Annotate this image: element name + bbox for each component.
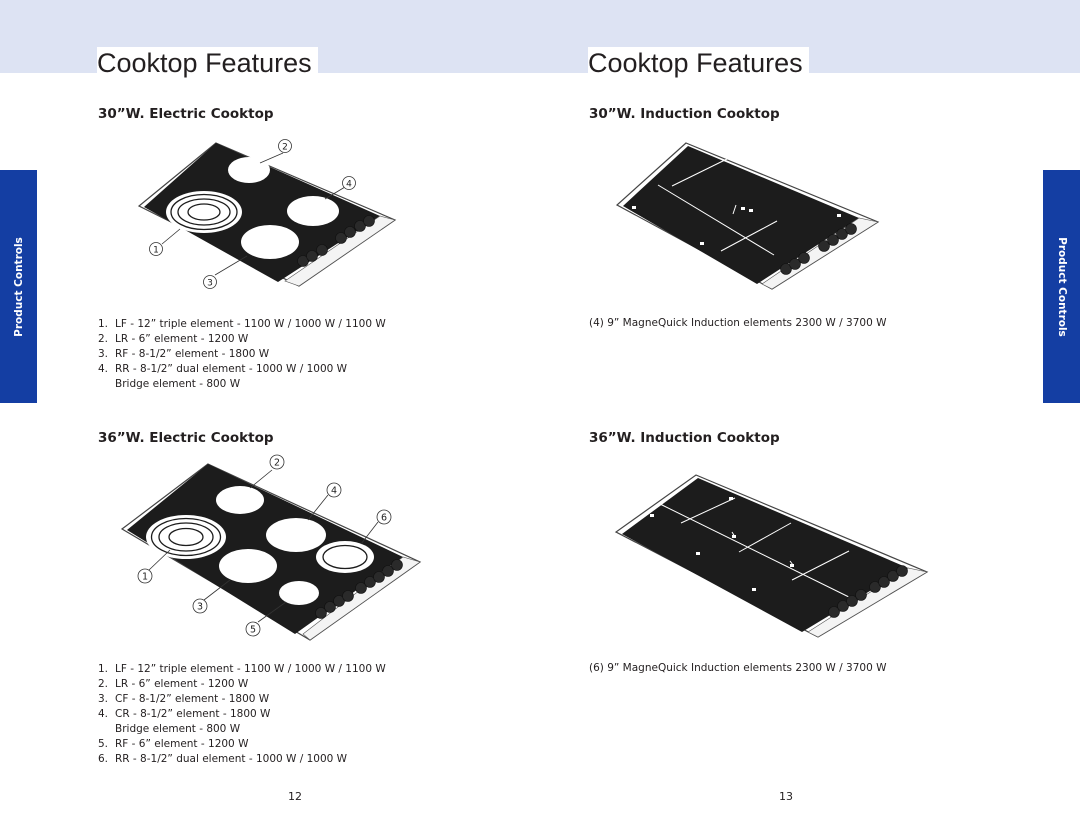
spec-item: 2. LR - 6” element - 1200 W bbox=[98, 677, 386, 692]
cooktop-30-induction-illustration bbox=[615, 142, 880, 290]
spec-number: 2. bbox=[98, 333, 109, 345]
spec-text: LR - 6” element - 1200 W bbox=[115, 678, 249, 690]
spec-item: 1. LF - 12” triple element - 1100 W / 100… bbox=[98, 662, 386, 677]
control-knobs bbox=[780, 223, 857, 275]
spec-text: LF - 12” triple element - 1100 W / 1000 … bbox=[115, 318, 386, 330]
section-heading-30-induction: 30”W. Induction Cooktop bbox=[589, 106, 780, 122]
callout-label: 1 bbox=[142, 572, 148, 583]
callout-lines bbox=[148, 469, 379, 623]
spec-item: 6. RR - 8-1/2” dual element - 1000 W / 10… bbox=[98, 752, 386, 767]
burner-lf bbox=[166, 191, 242, 233]
spec-number: 3. bbox=[98, 693, 109, 705]
zone-markers bbox=[632, 154, 841, 245]
side-tab-label: Product Controls bbox=[12, 236, 25, 337]
spec-number: 1. bbox=[98, 663, 109, 675]
spec-item: 1. LF - 12” triple element - 1100 W / 100… bbox=[98, 317, 386, 332]
burner-rf bbox=[279, 581, 319, 605]
page-title-left: Cooktop Features bbox=[97, 47, 318, 79]
section-heading-30-electric: 30”W. Electric Cooktop bbox=[98, 106, 274, 122]
callout-circles bbox=[137, 454, 392, 637]
control-knobs bbox=[828, 565, 908, 618]
spec-item: 2. LR - 6” element - 1200 W bbox=[98, 332, 386, 347]
callout-label: 5 bbox=[250, 625, 256, 636]
page-number-left: 12 bbox=[288, 790, 302, 803]
spec-text: RF - 8-1/2” element - 1800 W bbox=[115, 348, 270, 360]
cooktop-30-electric-illustration: 2 4 1 3 bbox=[137, 139, 397, 289]
spec-description-36-induction: (6) 9” MagneQuick Induction elements 230… bbox=[589, 662, 887, 674]
side-tab-right[interactable]: Product Controls bbox=[1043, 170, 1080, 403]
side-tab-left[interactable]: Product Controls bbox=[0, 170, 37, 403]
spec-item: 5. RF - 6” element - 1200 W bbox=[98, 737, 386, 752]
callout-label: 6 bbox=[381, 513, 387, 524]
spec-number: 1. bbox=[98, 318, 109, 330]
spec-text: RF - 6” element - 1200 W bbox=[115, 738, 249, 750]
burner-cf bbox=[219, 549, 277, 583]
cooktop-36-electric-illustration: 2 4 6 1 3 5 bbox=[120, 454, 422, 641]
spec-list-36-electric: 1. LF - 12” triple element - 1100 W / 100… bbox=[98, 662, 386, 767]
spec-item: 4. RR - 8-1/2” dual element - 1000 W / 10… bbox=[98, 362, 386, 392]
control-knobs bbox=[297, 215, 375, 267]
callout-lines bbox=[161, 152, 346, 276]
callout-label: 2 bbox=[282, 143, 288, 153]
spec-text: LF - 12” triple element - 1100 W / 1000 … bbox=[115, 663, 386, 675]
burner-cr bbox=[266, 518, 326, 552]
spec-text: RR - 8-1/2” dual element - 1000 W / 1000… bbox=[115, 363, 348, 390]
callout-label: 1 bbox=[153, 246, 159, 256]
callout-label: 3 bbox=[197, 602, 203, 613]
side-tab-label: Product Controls bbox=[1055, 236, 1068, 337]
spec-item: 3. CF - 8-1/2” element - 1800 W bbox=[98, 692, 386, 707]
page-title-right: Cooktop Features bbox=[588, 47, 809, 79]
spec-text: LR - 6” element - 1200 W bbox=[115, 333, 249, 345]
control-knobs bbox=[315, 559, 403, 619]
section-heading-36-electric: 36”W. Electric Cooktop bbox=[98, 430, 274, 446]
spec-text: CF - 8-1/2” element - 1800 W bbox=[115, 693, 270, 705]
spec-number: 5. bbox=[98, 738, 109, 750]
burner-lr bbox=[216, 486, 264, 514]
callout-label: 4 bbox=[346, 180, 352, 190]
callout-circles bbox=[149, 139, 356, 289]
spec-item: 4. CR - 8-1/2” element - 1800 W Bridge el… bbox=[98, 707, 386, 737]
spec-number: 6. bbox=[98, 753, 109, 765]
burner-rf bbox=[241, 225, 299, 259]
callout-label: 4 bbox=[331, 486, 337, 497]
callout-label: 2 bbox=[274, 458, 280, 469]
page-number-right: 13 bbox=[779, 790, 793, 803]
spec-text: CR - 8-1/2” element - 1800 W Bridge elem… bbox=[115, 708, 271, 735]
burner-lf bbox=[146, 515, 226, 559]
spec-number: 4. bbox=[98, 363, 109, 375]
spec-list-30-electric: 1. LF - 12” triple element - 1100 W / 100… bbox=[98, 317, 386, 392]
burner-rr bbox=[316, 541, 374, 573]
callout-label: 3 bbox=[207, 279, 213, 289]
zone-dividers bbox=[659, 497, 856, 601]
zone-dividers bbox=[657, 157, 778, 256]
spec-item: 3. RF - 8-1/2” element - 1800 W bbox=[98, 347, 386, 362]
section-heading-36-induction: 36”W. Induction Cooktop bbox=[589, 430, 780, 446]
burner-lr bbox=[228, 157, 270, 183]
burner-rr bbox=[287, 196, 339, 226]
spec-number: 2. bbox=[98, 678, 109, 690]
zone-markers bbox=[650, 497, 794, 591]
spec-description-30-induction: (4) 9” MagneQuick Induction elements 230… bbox=[589, 317, 887, 329]
spec-text: RR - 8-1/2” dual element - 1000 W / 1000… bbox=[115, 753, 348, 765]
spec-number: 3. bbox=[98, 348, 109, 360]
spec-number: 4. bbox=[98, 708, 109, 720]
cooktop-36-induction-illustration bbox=[614, 474, 929, 638]
